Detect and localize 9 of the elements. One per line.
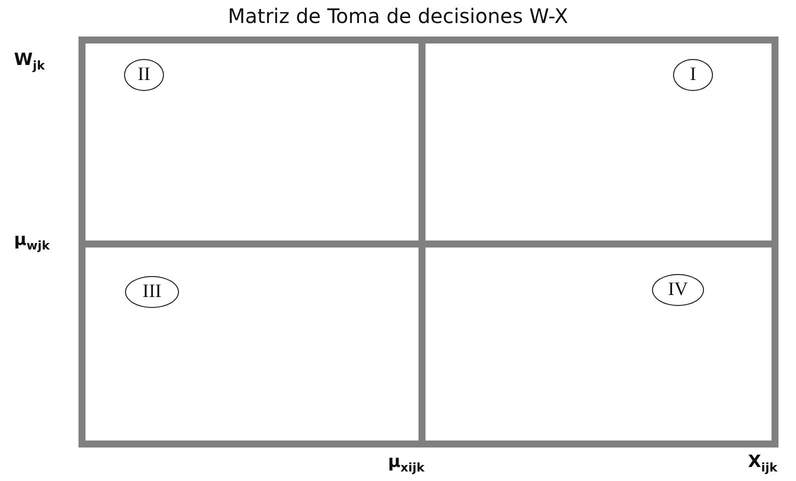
axis-label: W$_{jk}$: [14, 50, 45, 72]
title: Matriz de Toma de decisiones W-X: [226, 4, 570, 28]
axis-label: μ$_{wjk}$: [14, 230, 50, 252]
quadrant-number: I: [673, 59, 713, 91]
axis-label: X$_{ijk}$: [748, 452, 778, 474]
quadrant-number: II: [124, 59, 164, 91]
axis-label: μ$_{xijk}$: [388, 452, 424, 474]
quadrant-number: IV: [652, 274, 704, 306]
quadrant-number: III: [125, 276, 179, 308]
